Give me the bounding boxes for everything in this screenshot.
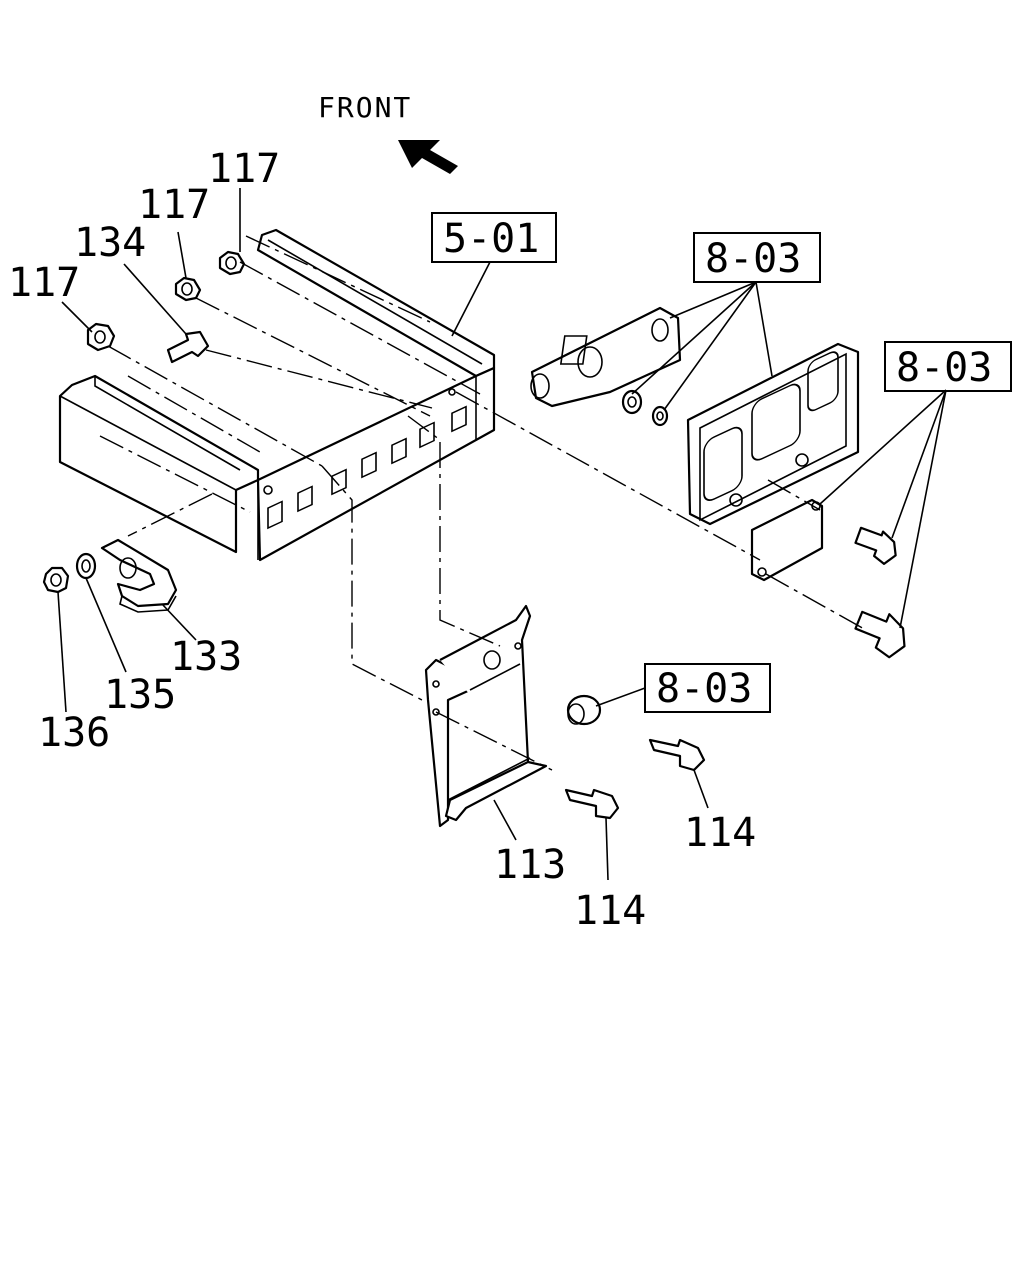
reference-box-8-03: 8-03 <box>884 341 1012 392</box>
svg-text:5-01: 5-01 <box>443 216 539 262</box>
front-direction-arrow-icon <box>398 140 458 174</box>
nut-icon <box>86 322 116 352</box>
svg-text:8-03: 8-03 <box>896 345 992 391</box>
part-number-label: 114 <box>684 810 756 856</box>
upper-bracket <box>530 306 682 408</box>
part-number-label: 117 <box>138 182 210 228</box>
part-number-label: 113 <box>494 842 566 888</box>
leader-lines <box>57 188 947 881</box>
part-number-label: 133 <box>170 634 242 680</box>
bolt-icon <box>166 330 210 364</box>
washer-icon <box>75 552 97 580</box>
part-number-label: 114 <box>574 888 646 934</box>
tow-hook <box>100 538 178 613</box>
bolt-icon <box>854 526 897 565</box>
bolt-icon <box>648 738 706 772</box>
svg-text:8-03: 8-03 <box>656 666 752 712</box>
reference-box-8-03: 8-03 <box>644 663 771 713</box>
reference-box-8-03: 8-03 <box>693 232 821 283</box>
part-number-label: 117 <box>8 260 80 306</box>
frame-rail <box>58 374 260 554</box>
nut-icon <box>174 276 202 302</box>
nut-icon <box>621 389 643 415</box>
part-number-label: 136 <box>38 710 110 756</box>
step-bracket <box>424 604 548 828</box>
part-number-label: 134 <box>74 220 146 266</box>
washer-icon <box>651 405 669 427</box>
front-label: FRONT <box>318 91 412 124</box>
bolt-icon <box>564 788 620 820</box>
cross-member <box>256 228 496 562</box>
alignment-lines <box>99 235 867 771</box>
nut-icon <box>218 250 246 276</box>
mount-pad <box>686 342 860 526</box>
part-number-label: 117 <box>208 146 280 192</box>
reference-box-5-01: 5-01 <box>431 212 557 263</box>
svg-text:8-03: 8-03 <box>705 236 801 282</box>
part-number-label: 135 <box>104 672 176 718</box>
nut-icon <box>42 566 70 594</box>
mount-plate <box>750 498 824 582</box>
bolt-icon <box>854 610 906 659</box>
cap-icon <box>566 694 602 726</box>
